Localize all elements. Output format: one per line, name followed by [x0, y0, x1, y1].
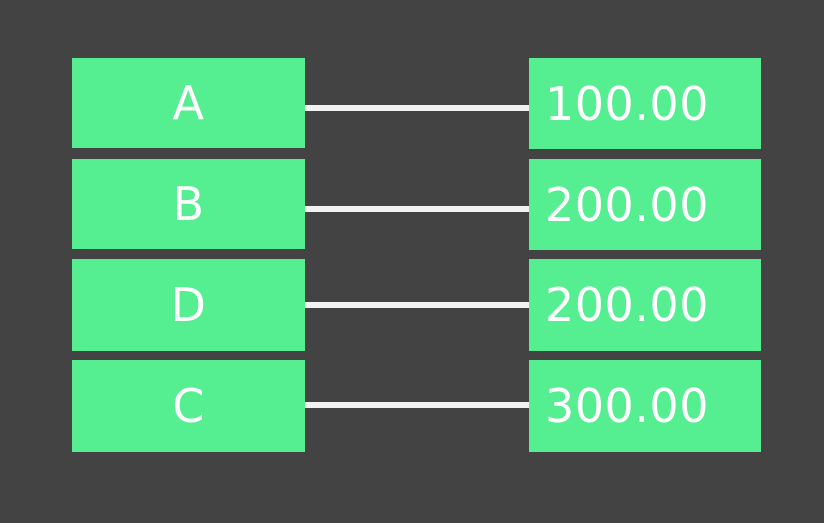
source-node-label: A — [172, 76, 205, 130]
source-node-label: B — [172, 177, 205, 231]
target-node[interactable]: 300.00 — [529, 360, 761, 452]
source-node-label: C — [172, 379, 205, 433]
target-node-value: 200.00 — [545, 278, 709, 332]
source-node[interactable]: B — [72, 159, 305, 249]
target-node[interactable]: 200.00 — [529, 259, 761, 351]
link-c-300[interactable] — [305, 402, 529, 408]
target-node-value: 200.00 — [545, 177, 709, 232]
source-node[interactable]: C — [72, 360, 305, 452]
link-b-200[interactable] — [305, 206, 529, 212]
source-node[interactable]: A — [72, 58, 305, 148]
target-node[interactable]: 200.00 — [529, 159, 761, 250]
link-d-200[interactable] — [305, 302, 529, 308]
target-node[interactable]: 100.00 — [529, 58, 761, 149]
source-node-label: D — [170, 278, 207, 332]
target-node-value: 300.00 — [545, 379, 709, 433]
target-node-value: 100.00 — [545, 76, 709, 131]
source-node[interactable]: D — [72, 259, 305, 351]
link-a-100[interactable] — [305, 105, 529, 111]
